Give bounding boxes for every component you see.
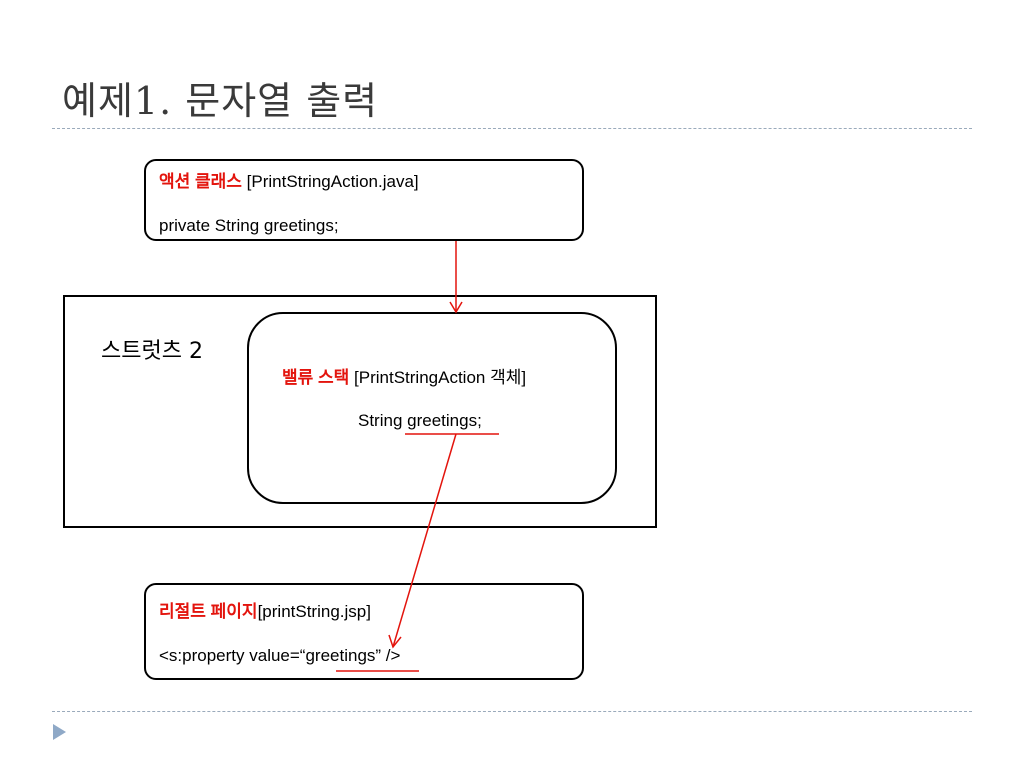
footer-divider	[52, 711, 972, 712]
value-stack-code-suffix: ;	[477, 411, 482, 430]
action-class-box: 액션 클래스 [PrintStringAction.java] private …	[144, 159, 584, 241]
value-stack-heading: 밸류 스택	[282, 368, 350, 387]
value-stack-box: 밸류 스택 [PrintStringAction 객체] String gree…	[247, 312, 617, 504]
result-page-header: 리절트 페이지[printString.jsp]	[159, 597, 371, 622]
result-page-code: <s:property value=“greetings” />	[159, 646, 400, 666]
value-stack-code-prefix: String	[358, 411, 408, 430]
bullet-triangle-icon	[53, 724, 66, 740]
action-class-heading: 액션 클래스	[159, 172, 242, 191]
result-page-file: [printString.jsp]	[257, 602, 371, 621]
result-page-code-suffix: ” />	[375, 646, 401, 665]
action-class-code: private String greetings;	[159, 216, 339, 235]
value-stack-code: String greetings;	[358, 411, 482, 431]
result-page-heading: 리절트 페이지	[159, 602, 258, 621]
stack-to-result-arrow-shaft	[392, 433, 457, 648]
result-page-code-var: greetings	[305, 646, 376, 665]
action-class-header: 액션 클래스 [PrintStringAction.java]	[159, 167, 419, 192]
value-stack-header: 밸류 스택 [PrintStringAction 객체]	[282, 363, 526, 388]
stack-to-result-arrow-head	[388, 634, 402, 649]
value-stack-code-var: greetings	[407, 411, 478, 430]
value-stack-object: [PrintStringAction 객체]	[349, 368, 527, 387]
slide-title: 예제1. 문자열 출력	[62, 79, 379, 123]
result-page-code-prefix: <s:property value=“	[159, 646, 306, 665]
title-divider	[52, 128, 972, 129]
action-to-stack-arrow-head	[449, 301, 463, 314]
struts-label: 스트럿츠 2	[101, 339, 203, 364]
action-class-file: [PrintStringAction.java]	[241, 172, 419, 191]
result-page-box: 리절트 페이지[printString.jsp] <s:property val…	[144, 583, 584, 680]
